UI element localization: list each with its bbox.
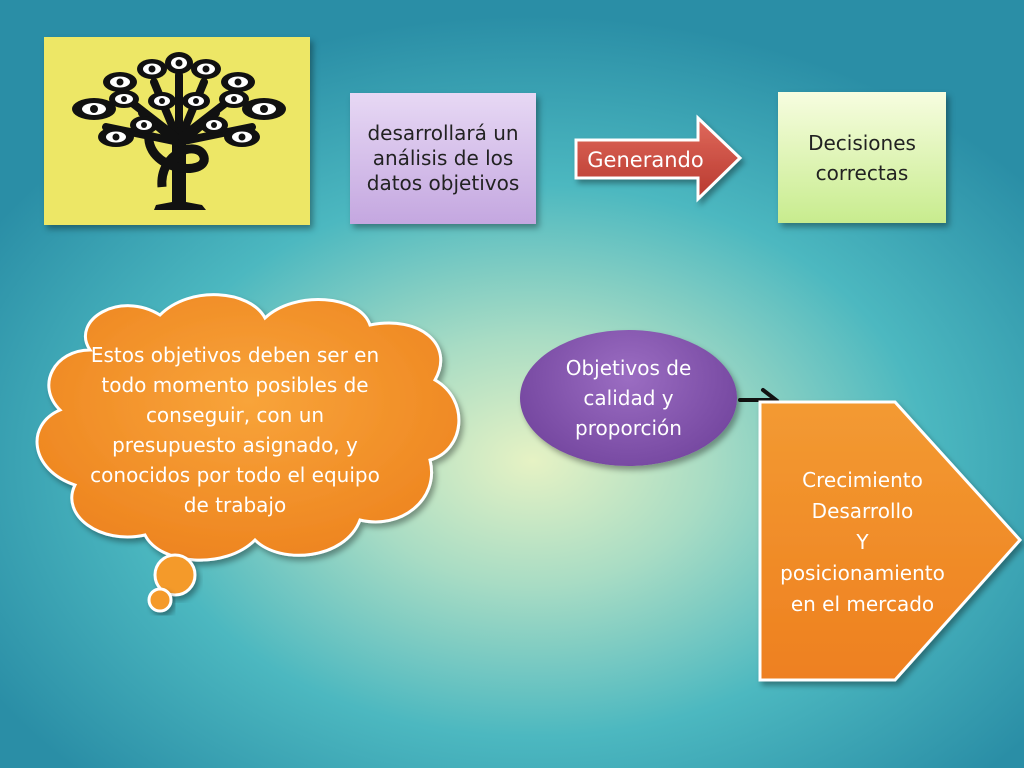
cloud-bubble-large [153,553,197,597]
growth-line-5: en el mercado [790,592,935,616]
growth-text-area: Crecimiento Desarrollo Y posicionamiento… [760,460,965,625]
arrow-label: Generando [578,140,713,180]
generating-arrow [574,114,743,203]
cloud-bubble-small [147,587,173,613]
tree-of-eyes-icon [72,52,286,210]
cloud-text-area: Estos objetivos deben ser en todo moment… [85,335,385,525]
growth-line-1: Crecimiento [802,468,923,492]
generating-label: Generando [587,148,704,172]
logo-panel [44,37,310,225]
growth-line-3: Y [856,530,869,554]
decisions-text: Decisiones correctas [808,130,916,185]
objectives-oval: Objetivos de calidad y proporción [520,330,737,466]
growth-line-4: posicionamiento [780,561,945,585]
cloud-text: Estos objetivos deben ser en todo moment… [90,343,380,517]
thought-cloud [35,293,461,562]
analysis-text: desarrollará un análisis de los datos ob… [366,121,520,195]
decisions-box: Decisiones correctas [778,92,946,223]
growth-pentagon [758,400,1023,682]
growth-line-2: Desarrollo [811,499,914,523]
oval-text: Objetivos de calidad y proporción [565,356,692,440]
analysis-box: desarrollará un análisis de los datos ob… [350,93,536,224]
